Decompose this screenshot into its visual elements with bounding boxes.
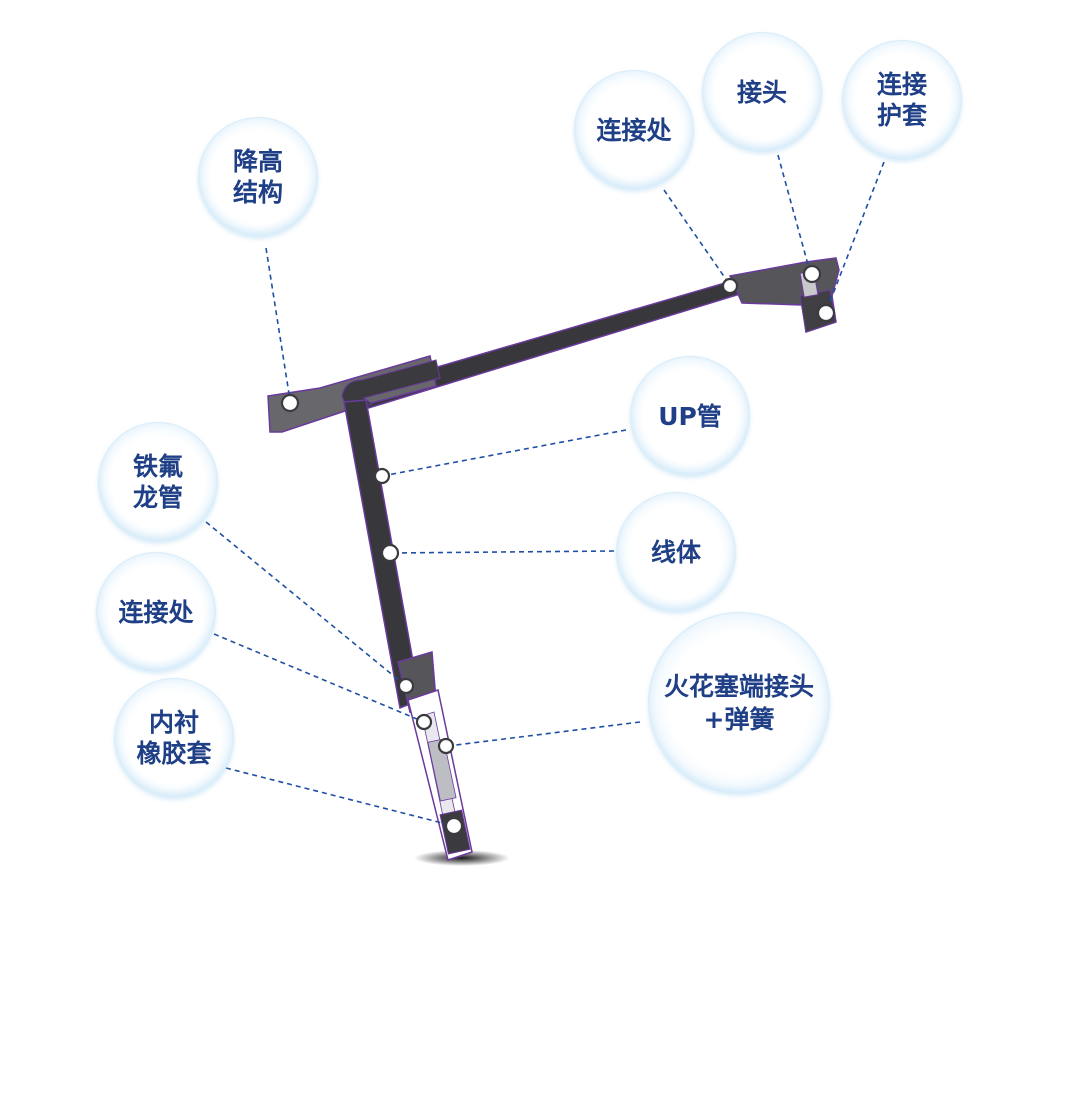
bubble-lift-structure: 降高 结构	[198, 117, 318, 237]
bubble-ptfe-tube: 铁氟 龙管	[98, 422, 218, 542]
bubble-up-tube: UP管	[630, 356, 750, 476]
ground-shadow	[414, 850, 510, 866]
leader-connection-top	[663, 189, 731, 286]
marker-connection-top	[721, 277, 739, 295]
marker-wire-body	[380, 543, 400, 563]
leader-connector-top	[777, 154, 811, 273]
label-inner-rubber-line2: 橡胶套	[136, 739, 212, 768]
spark-plug-spring	[427, 738, 457, 802]
marker-connector-top	[802, 264, 822, 284]
label-ptfe-tube-line2: 龙管	[132, 483, 183, 512]
bubble-wire-body: 线体	[616, 492, 736, 612]
label-connector-top: 接头	[736, 77, 787, 107]
label-connection-top: 连接处	[596, 115, 672, 145]
label-inner-rubber-line1: 内衬	[148, 708, 199, 737]
leader-spark-plug-end	[447, 721, 641, 747]
label-spark-plug-end-line1: 火花塞端接头	[663, 672, 814, 701]
leader-up-tube	[381, 429, 627, 477]
leader-connection-bottom	[213, 633, 425, 723]
label-connector-cover-line1: 连接	[876, 70, 927, 99]
bubble-connection-bottom: 连接处	[96, 552, 216, 672]
marker-up-tube	[373, 467, 391, 485]
bubble-inner-rubber: 内衬 橡胶套	[114, 678, 234, 798]
bubble-connection-top: 连接处	[574, 70, 694, 190]
marker-ptfe-tube	[397, 677, 415, 695]
leader-connector-cover	[825, 161, 885, 313]
leader-ptfe-tube	[205, 521, 407, 687]
bubble-connector-cover: 连接 护套	[842, 40, 962, 160]
label-wire-body: 线体	[650, 537, 701, 567]
leader-inner-rubber	[225, 767, 455, 827]
marker-connection-bottom	[415, 713, 433, 731]
marker-inner-rubber	[444, 816, 464, 836]
label-connection-bottom: 连接处	[118, 597, 194, 627]
label-up-tube: UP管	[658, 401, 722, 431]
marker-lift-structure	[280, 393, 300, 413]
label-spark-plug-end-line2: +弹簧	[703, 705, 775, 734]
bubble-spark-plug-end: 火花塞端接头 +弹簧	[648, 612, 830, 794]
label-ptfe-tube-line1: 铁氟	[132, 452, 183, 481]
leader-lift-structure	[265, 247, 291, 401]
label-lift-structure-line1: 降高	[232, 147, 283, 176]
leader-wire-body	[389, 550, 615, 554]
marker-connector-cover	[816, 303, 836, 323]
label-lift-structure-line2: 结构	[232, 178, 283, 207]
marker-spark-plug-end	[437, 737, 455, 755]
label-connector-cover-line2: 护套	[876, 101, 927, 130]
bubble-connector-top: 接头	[702, 32, 822, 152]
